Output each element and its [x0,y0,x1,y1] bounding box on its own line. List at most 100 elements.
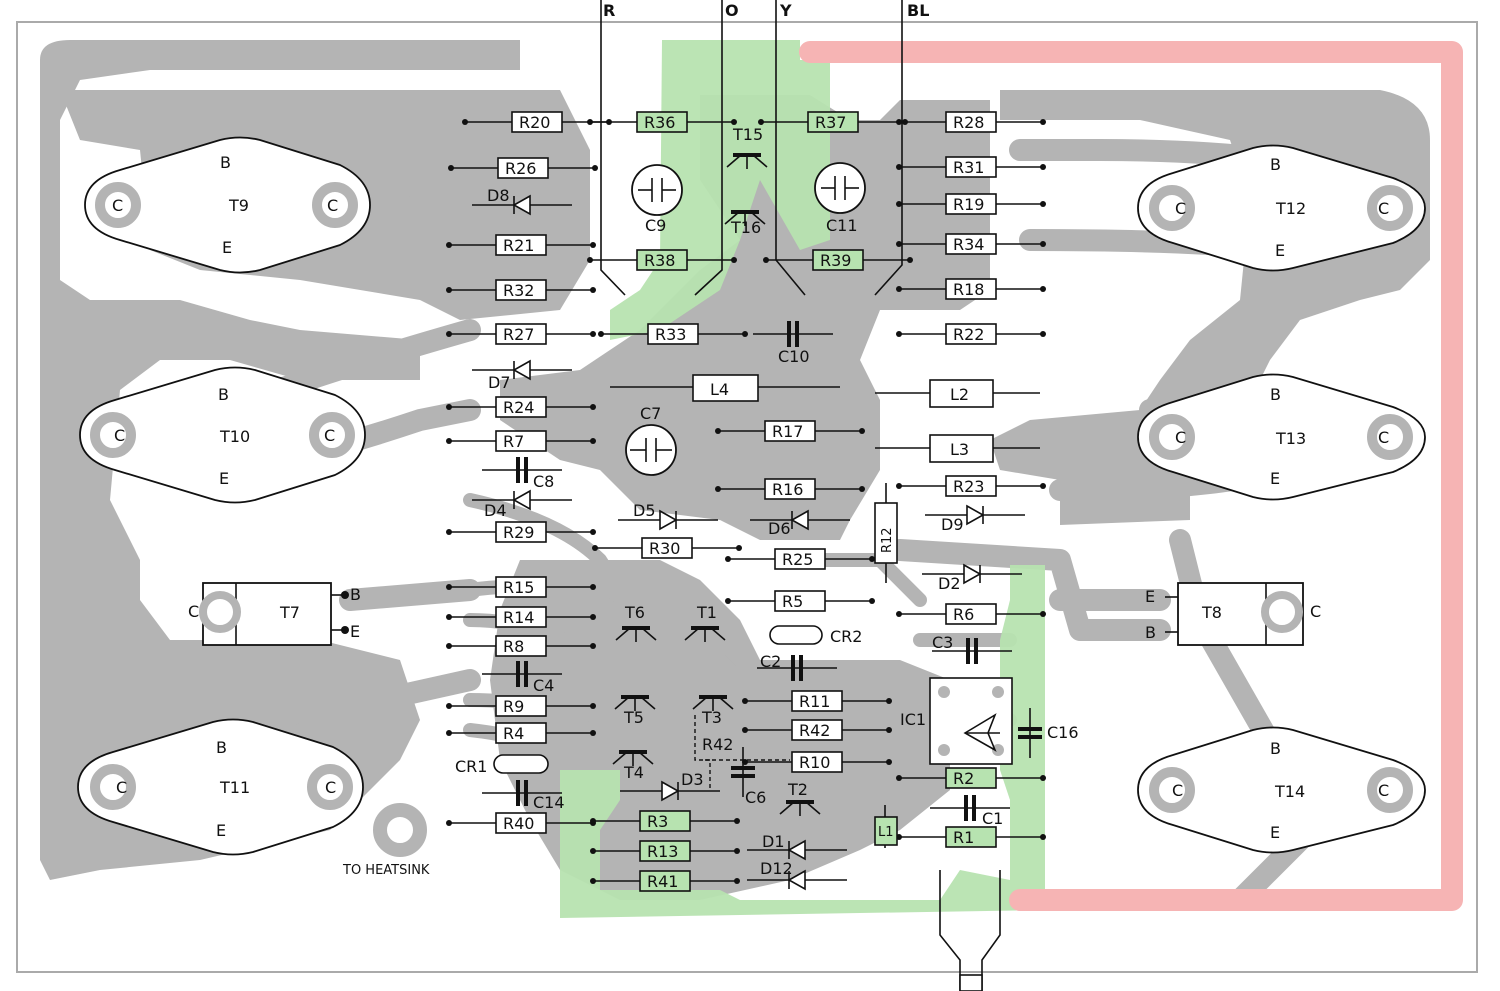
svg-text:E: E [219,469,229,488]
transistor-t5: T5 [614,695,656,727]
copper-area-left [40,40,520,880]
diode-d4: D4 [472,489,572,520]
diode-d6: D6 [750,509,850,538]
resistor-r5: R5 [725,590,875,612]
svg-text:D2: D2 [938,574,961,593]
resistor-r1: R1 [896,826,1046,848]
resistor-r33: R33 [598,323,748,345]
svg-text:R9: R9 [503,697,524,716]
svg-text:T15: T15 [732,125,763,144]
diode-d1: D1 [747,832,847,861]
svg-text:C: C [1175,199,1186,218]
svg-text:T6: T6 [624,603,645,622]
svg-text:B: B [1270,739,1281,758]
resistor-r9: R9 [446,695,596,717]
resistor-r2: R2 [896,767,1046,789]
resistor-r24: R24 [446,396,596,418]
transistor-t14: C C B E T14 [1137,726,1426,854]
svg-text:E: E [216,821,226,840]
svg-text:R37: R37 [815,113,846,132]
svg-text:CR2: CR2 [830,627,862,646]
svg-text:T16: T16 [730,218,761,237]
svg-text:C: C [324,426,335,445]
inductor-l4: L4 [610,374,840,402]
svg-text:R40: R40 [503,814,534,833]
svg-text:T11: T11 [219,778,250,797]
svg-text:T2: T2 [787,780,808,799]
svg-text:T13: T13 [1275,429,1306,448]
svg-text:R18: R18 [953,280,984,299]
svg-text:T4: T4 [623,763,644,782]
resistor-r40: R40 [446,812,596,834]
svg-text:C6: C6 [745,788,766,807]
resistor-r14: R14 [446,606,596,628]
svg-text:R21: R21 [503,236,534,255]
svg-text:B: B [1270,155,1281,174]
capacitor-c16: C16 [1018,708,1079,758]
diode-d12: D12 [747,859,847,891]
svg-text:E: E [1145,587,1155,606]
inductor-l1: L1 [874,805,898,848]
svg-text:C2: C2 [760,652,781,671]
svg-text:C3: C3 [932,633,953,652]
svg-text:B: B [218,385,229,404]
svg-text:R28: R28 [953,113,984,132]
svg-text:T8: T8 [1201,603,1222,622]
component-cr1: CR1 [455,754,549,776]
r42-alt-outline: R42 [694,715,790,790]
resistor-r42: R42 [742,719,892,741]
wire-label-orange: O [725,1,739,20]
resistor-r8: R8 [446,635,596,657]
svg-text:R2: R2 [953,769,974,788]
svg-text:L4: L4 [710,380,729,399]
svg-text:R29: R29 [503,523,534,542]
resistor-r6: R6 [896,603,1046,625]
svg-text:R8: R8 [503,637,524,656]
svg-text:C: C [188,602,199,621]
wire-label-blue: BL [907,1,929,20]
svg-text:R42: R42 [799,721,830,740]
resistor-r32: R32 [446,279,596,301]
transistor-t12: C C B E T12 [1137,144,1426,272]
svg-text:E: E [1270,823,1280,842]
svg-text:C7: C7 [640,404,661,423]
resistor-r25: R25 [725,548,875,570]
svg-text:E: E [222,238,232,257]
svg-text:R42: R42 [702,735,733,754]
resistor-r38: R38 [587,249,737,271]
svg-text:R13: R13 [647,842,678,861]
svg-text:C: C [1175,428,1186,447]
svg-text:D8: D8 [487,186,510,205]
svg-text:C: C [1378,781,1389,800]
svg-text:C: C [1378,199,1389,218]
ic1: IC1 [900,677,1013,765]
resistor-r15: R15 [446,576,596,598]
svg-text:R11: R11 [799,692,830,711]
svg-text:E: E [1275,241,1285,260]
svg-text:D3: D3 [681,770,704,789]
svg-text:R22: R22 [953,325,984,344]
svg-text:R30: R30 [649,539,680,558]
inductor-l2: L2 [875,379,1040,408]
svg-text:C4: C4 [533,676,554,695]
transistor-t11: C C B E T11 [77,718,364,856]
svg-text:R36: R36 [644,113,675,132]
capacitor-c8: C8 [482,457,562,491]
svg-text:R7: R7 [503,432,524,451]
capacitor-c4: C4 [482,661,562,695]
transistor-t3: T3 [692,695,734,727]
svg-text:L2: L2 [950,385,969,404]
resistor-r3: R3 [590,810,740,832]
svg-text:T14: T14 [1274,782,1305,801]
component-cr2: CR2 [769,625,862,646]
capacitor-c9: C9 [631,164,683,235]
svg-text:R32: R32 [503,281,534,300]
diode-d8: D8 [472,186,572,216]
svg-text:R31: R31 [953,158,984,177]
svg-text:B: B [1270,385,1281,404]
capacitor-c3: C3 [932,633,1012,664]
svg-text:L3: L3 [950,440,969,459]
transistor-t9: C C B E T9 [84,136,371,274]
